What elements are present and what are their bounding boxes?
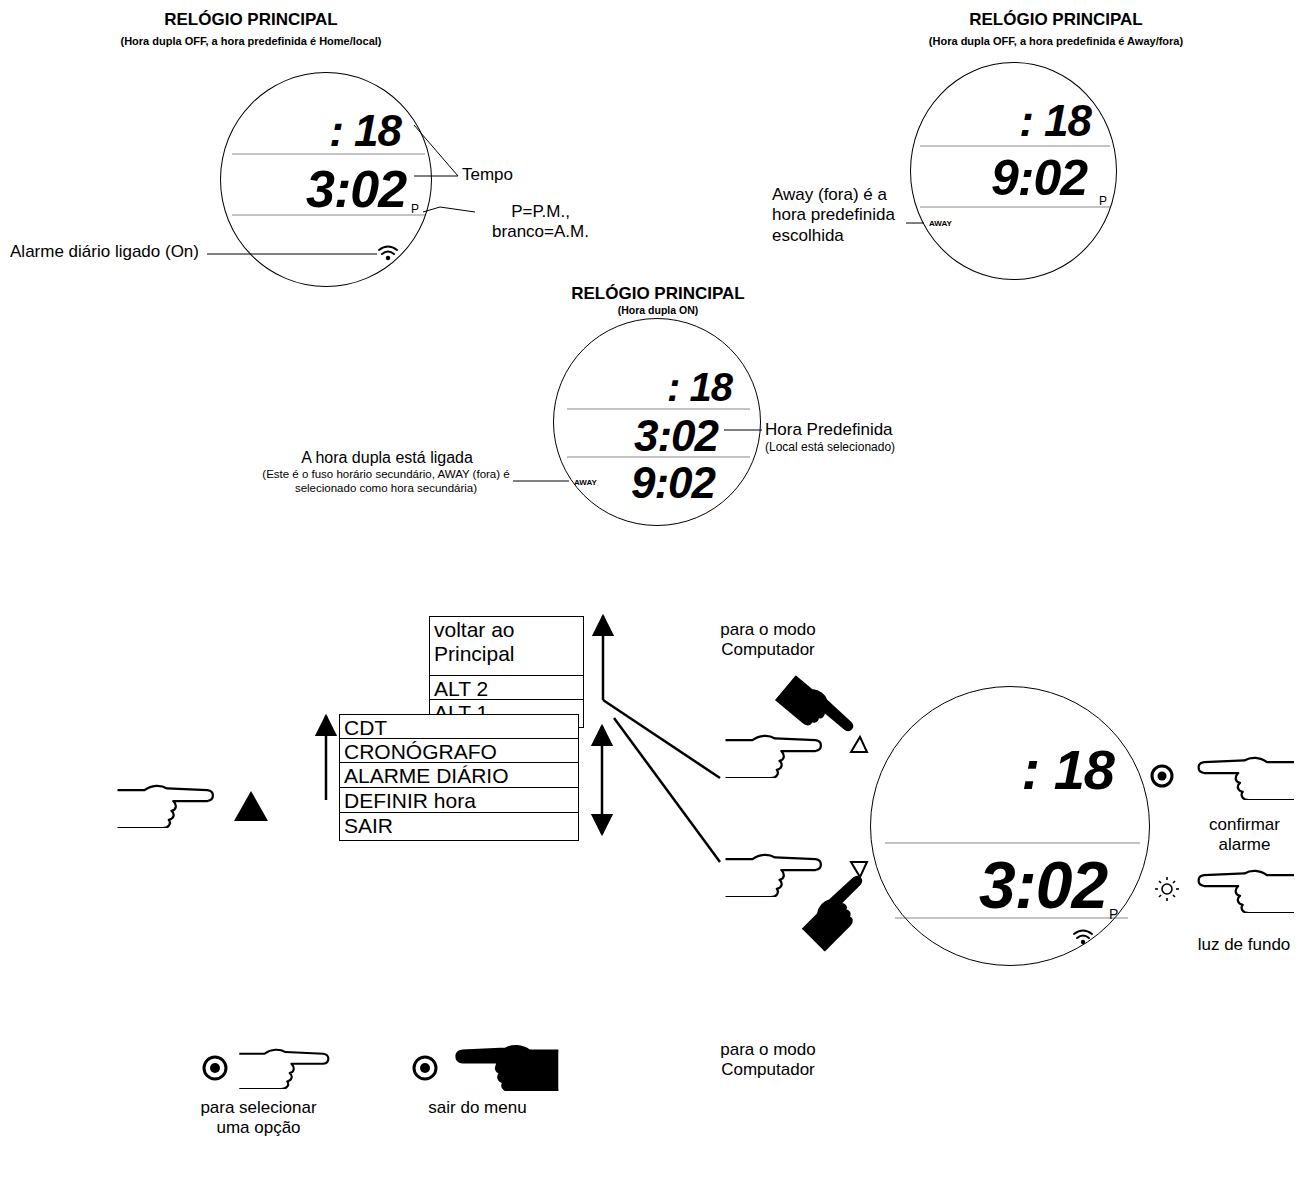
menu-item: voltar ao Principal <box>434 618 579 666</box>
lcd-digits: 3:02 <box>634 414 718 458</box>
watch-text: AWAY <box>574 479 597 488</box>
lcd-digits: : 18 <box>1022 742 1115 798</box>
callout-label: Alarme diário ligado (On) <box>2 242 207 262</box>
watch-face: RELÓGIO PRINCIPAL(Hora dupla ON): 183:02… <box>553 318 761 526</box>
menu-cell: voltar ao Principal <box>430 617 583 676</box>
callout-label: Hora Predefinida <box>765 420 925 440</box>
menu-item: ALT 2 <box>434 677 579 701</box>
watch-face: RELÓGIO PRINCIPAL(Hora dupla OFF, a hora… <box>220 72 432 287</box>
lcd-digits: : 18 <box>1019 99 1091 143</box>
callout-label: (Este é o fuso horário secundário, AWAY … <box>262 468 510 496</box>
watch-title: RELÓGIO PRINCIPAL <box>881 11 1231 30</box>
lcd-digits: : 18 <box>329 109 401 153</box>
watch-text: (Hora dupla OFF, a hora predefinida é Aw… <box>881 35 1231 47</box>
callout-label: confirmar alarme <box>1192 815 1297 856</box>
menu-item: CRONÓGRAFO <box>344 740 574 764</box>
callout-label: para selecionar uma opção <box>186 1098 331 1139</box>
watch-text: P <box>1099 195 1107 208</box>
lcd-digits: 9:02 <box>991 153 1087 203</box>
callout-label: A hora dupla está ligada <box>262 448 512 467</box>
watch-text: P <box>411 203 419 216</box>
callout-label: (Local está selecionado) <box>765 440 935 454</box>
lcd-digits: 3:02 <box>979 852 1107 918</box>
callout-label: luz de fundo <box>1188 935 1300 955</box>
lcd-digits: 3:02 <box>306 163 406 215</box>
menu-cell: ALT 2 <box>430 676 583 703</box>
callout-label: P=P.M., branco=A.M. <box>478 202 603 243</box>
watch-text: AWAY <box>929 220 952 229</box>
callout-label: para o modo Computador <box>703 1040 833 1081</box>
menu-cell: SAIR <box>340 813 578 840</box>
callout-label: Away (fora) é a hora predefinida escolhi… <box>772 185 904 246</box>
menu-cell: CDT <box>340 715 578 742</box>
lcd-digits: : 18 <box>667 367 732 407</box>
callout-label: Tempo <box>462 165 542 185</box>
menu-item: ALARME DIÁRIO <box>344 764 574 788</box>
watch-title: RELÓGIO PRINCIPAL <box>76 11 426 30</box>
menu-item: DEFINIR hora <box>344 789 574 813</box>
watch-text: (Hora dupla OFF, a hora predefinida é Ho… <box>76 35 426 47</box>
callout-label: sair do menu <box>415 1098 540 1118</box>
watch-title: RELÓGIO PRINCIPAL <box>483 285 833 304</box>
menu-cell: DEFINIR hora <box>340 788 578 815</box>
lcd-digits: 9:02 <box>631 461 715 505</box>
callout-label: para o modo Computador <box>703 620 833 661</box>
menu-cell: ALARME DIÁRIO <box>340 763 578 790</box>
watch-face: : 18 3:02P <box>870 686 1150 966</box>
menu-item: SAIR <box>344 814 574 838</box>
watch-face: RELÓGIO PRINCIPAL(Hora dupla OFF, a hora… <box>910 62 1117 280</box>
menu-cell: CRONÓGRAFO <box>340 739 578 766</box>
watch-text: (Hora dupla ON) <box>483 305 833 317</box>
watch-text: P <box>1109 907 1118 922</box>
menu-item: CDT <box>344 716 574 740</box>
